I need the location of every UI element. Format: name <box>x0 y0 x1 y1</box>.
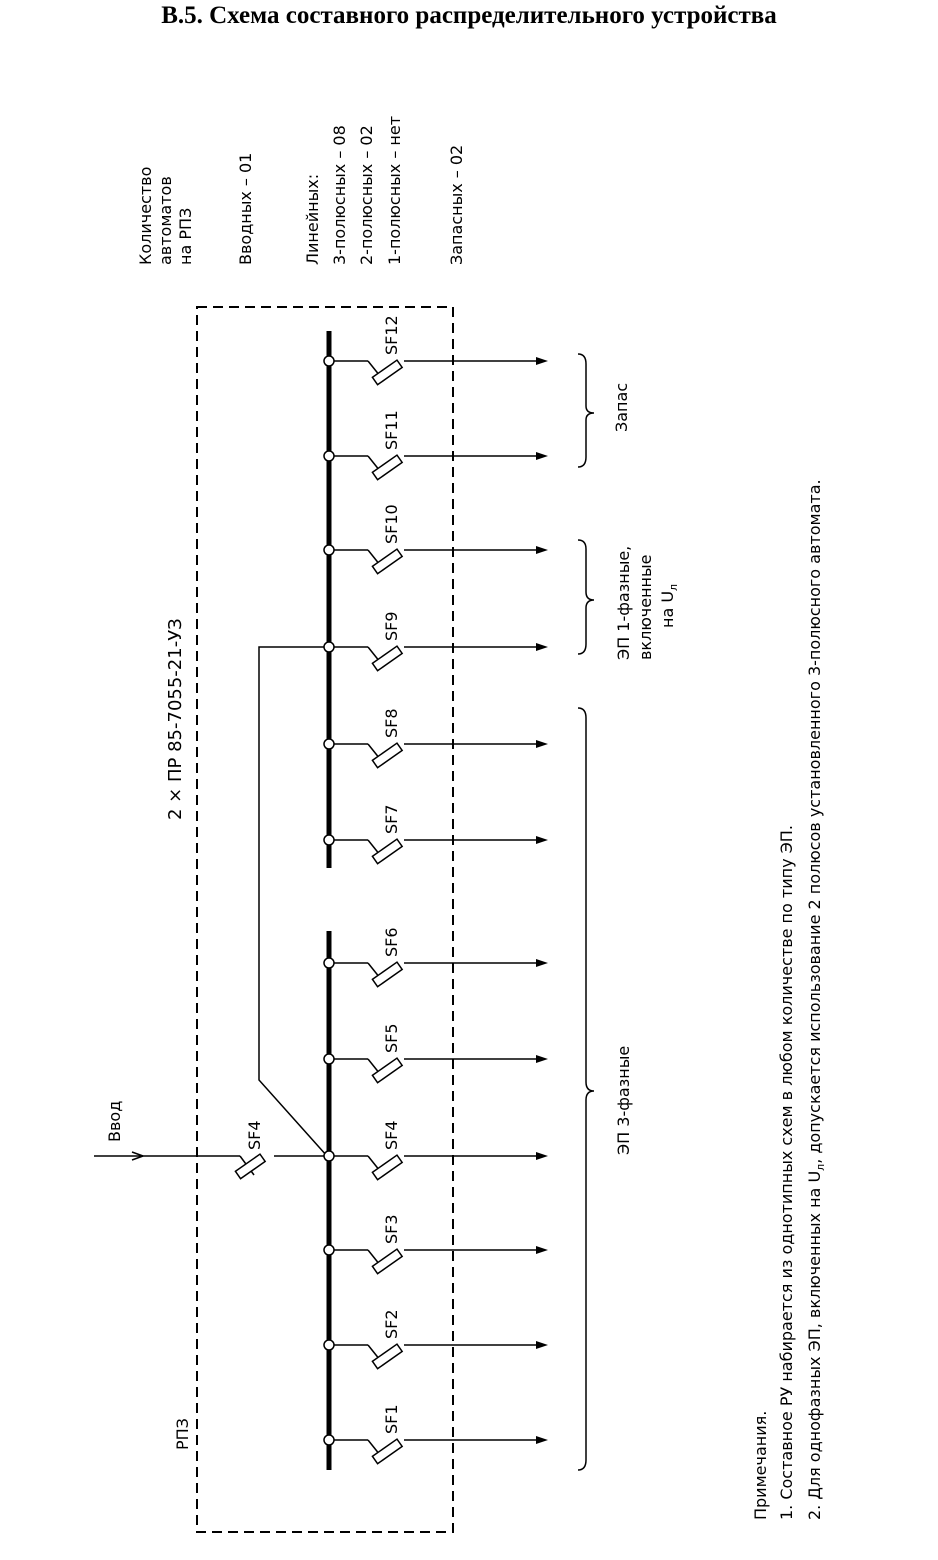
group-single-phase-line3: на Uл <box>658 584 680 628</box>
feeder-sf8: SF8 <box>323 708 548 769</box>
breaker-trip-element <box>371 359 404 386</box>
breaker-trip-element <box>371 645 404 672</box>
breaker-trip-element <box>371 1057 404 1084</box>
breaker-label-sf2: SF2 <box>382 1309 401 1339</box>
breaker-label-sf9: SF9 <box>382 611 401 641</box>
brace-three-phase <box>577 707 595 1471</box>
notes-header: Примечания. <box>751 1411 770 1520</box>
breaker-label-sf10: SF10 <box>382 504 401 544</box>
arrow-icon <box>536 1436 548 1444</box>
legend-pole3: 3-полюсных – 08 <box>330 125 349 265</box>
arrow-icon <box>536 546 548 554</box>
input-breaker-label: SF4 <box>245 1120 264 1150</box>
notes: Примечания. 1. Составное РУ набирается и… <box>751 479 827 1520</box>
bus-node <box>323 1434 335 1446</box>
arrow-icon <box>536 1055 548 1063</box>
breaker-label-sf12: SF12 <box>382 315 401 355</box>
feeder-sf1: SF1 <box>323 1404 548 1465</box>
feeder-sf10: SF10 <box>323 504 548 575</box>
feeder-sf7: SF7 <box>323 804 548 865</box>
brace-spare <box>577 353 595 468</box>
input-feed: Ввод SF4 <box>94 1101 327 1180</box>
bus-node <box>323 1053 335 1065</box>
feeder-sf12: SF12 <box>323 315 548 386</box>
bus-node <box>323 641 335 653</box>
breaker-trip-element <box>371 1438 404 1465</box>
group-spare-label: Запас <box>612 383 631 432</box>
breaker-trip-element <box>371 961 404 988</box>
legend-inputs: Вводных – 01 <box>236 153 255 265</box>
arrow-icon <box>536 452 548 460</box>
feeder-sf3: SF3 <box>323 1214 548 1275</box>
panel-boundary <box>196 306 454 1533</box>
arrow-icon <box>536 836 548 844</box>
bus-node <box>323 450 335 462</box>
group-three-phase-label: ЭП 3-фазные <box>614 1046 633 1155</box>
bus-node <box>323 1339 335 1351</box>
legend-pole1: 1-полюсных – нет <box>385 116 404 265</box>
breaker-label-sf7: SF7 <box>382 804 401 834</box>
legend-pole2: 2-полюсных – 02 <box>357 125 376 265</box>
group-single-phase-line2: включенные <box>636 555 655 660</box>
arrow-icon <box>536 1152 548 1160</box>
breaker-trip-element <box>371 548 404 575</box>
legend: Количество автоматов на РПЗ Вводных – 01… <box>136 116 466 265</box>
bus-link <box>258 646 329 1157</box>
breaker-trip-element <box>371 1154 404 1181</box>
bus-node <box>323 957 335 969</box>
panel-label: РПЗ <box>173 1418 192 1450</box>
feeder-sf11: SF11 <box>323 410 548 481</box>
page-title: В.5. Схема составного распределительного… <box>161 2 777 29</box>
breaker-label-sf8: SF8 <box>382 708 401 738</box>
feeder-sf6: SF6 <box>323 927 548 988</box>
brace-single-phase <box>577 539 595 655</box>
bus-node <box>323 1150 335 1162</box>
legend-header-1: Количество <box>136 167 155 265</box>
breaker-trip-element <box>371 742 404 769</box>
breaker-label-sf5: SF5 <box>382 1023 401 1053</box>
breaker-trip-element <box>371 1248 404 1275</box>
arrow-icon <box>536 1341 548 1349</box>
feeder-sf2: SF2 <box>323 1309 548 1370</box>
arrow-icon <box>536 643 548 651</box>
legend-spare: Запасных – 02 <box>447 145 466 265</box>
legend-linear-header: Линейных: <box>303 174 322 265</box>
arrow-icon <box>536 959 548 967</box>
bus-node <box>323 1244 335 1256</box>
breaker-trip-element <box>371 454 404 481</box>
note-2: 2. Для однофазных ЭП, включенных на Uл, … <box>805 479 827 1520</box>
legend-header-2: автоматов <box>156 176 175 265</box>
breaker-trip-element <box>371 1343 404 1370</box>
arrow-icon <box>536 740 548 748</box>
feeder-sf5: SF5 <box>323 1023 548 1084</box>
bus-node <box>323 355 335 367</box>
panel-type: 2 × ПР 85-7055-21-УЗ <box>165 618 186 820</box>
bus-node <box>323 738 335 750</box>
feeder-sf9: SF9 <box>323 611 548 672</box>
breaker-label-sf4: SF4 <box>382 1120 401 1150</box>
feeders: SF1 SF2 SF3 SF4 SF5 SF6 SF7 SF8 SF9 SF10 SF11 SF12 <box>323 315 548 1465</box>
breaker-label-sf6: SF6 <box>382 927 401 957</box>
breaker-label-sf3: SF3 <box>382 1214 401 1244</box>
group-single-phase-line1: ЭП 1-фазные, <box>614 546 633 660</box>
breaker-trip-element <box>371 838 404 865</box>
feeder-sf4: SF4 <box>323 1120 548 1181</box>
arrow-icon <box>536 1246 548 1254</box>
breaker-label-sf11: SF11 <box>382 410 401 450</box>
bus-node <box>323 544 335 556</box>
breaker-label-sf1: SF1 <box>382 1404 401 1434</box>
input-label: Ввод <box>105 1101 124 1142</box>
note-1: 1. Составное РУ набирается из однотипных… <box>777 825 796 1520</box>
legend-header-3: на РПЗ <box>176 208 195 265</box>
bus-node <box>323 834 335 846</box>
arrow-icon <box>536 357 548 365</box>
